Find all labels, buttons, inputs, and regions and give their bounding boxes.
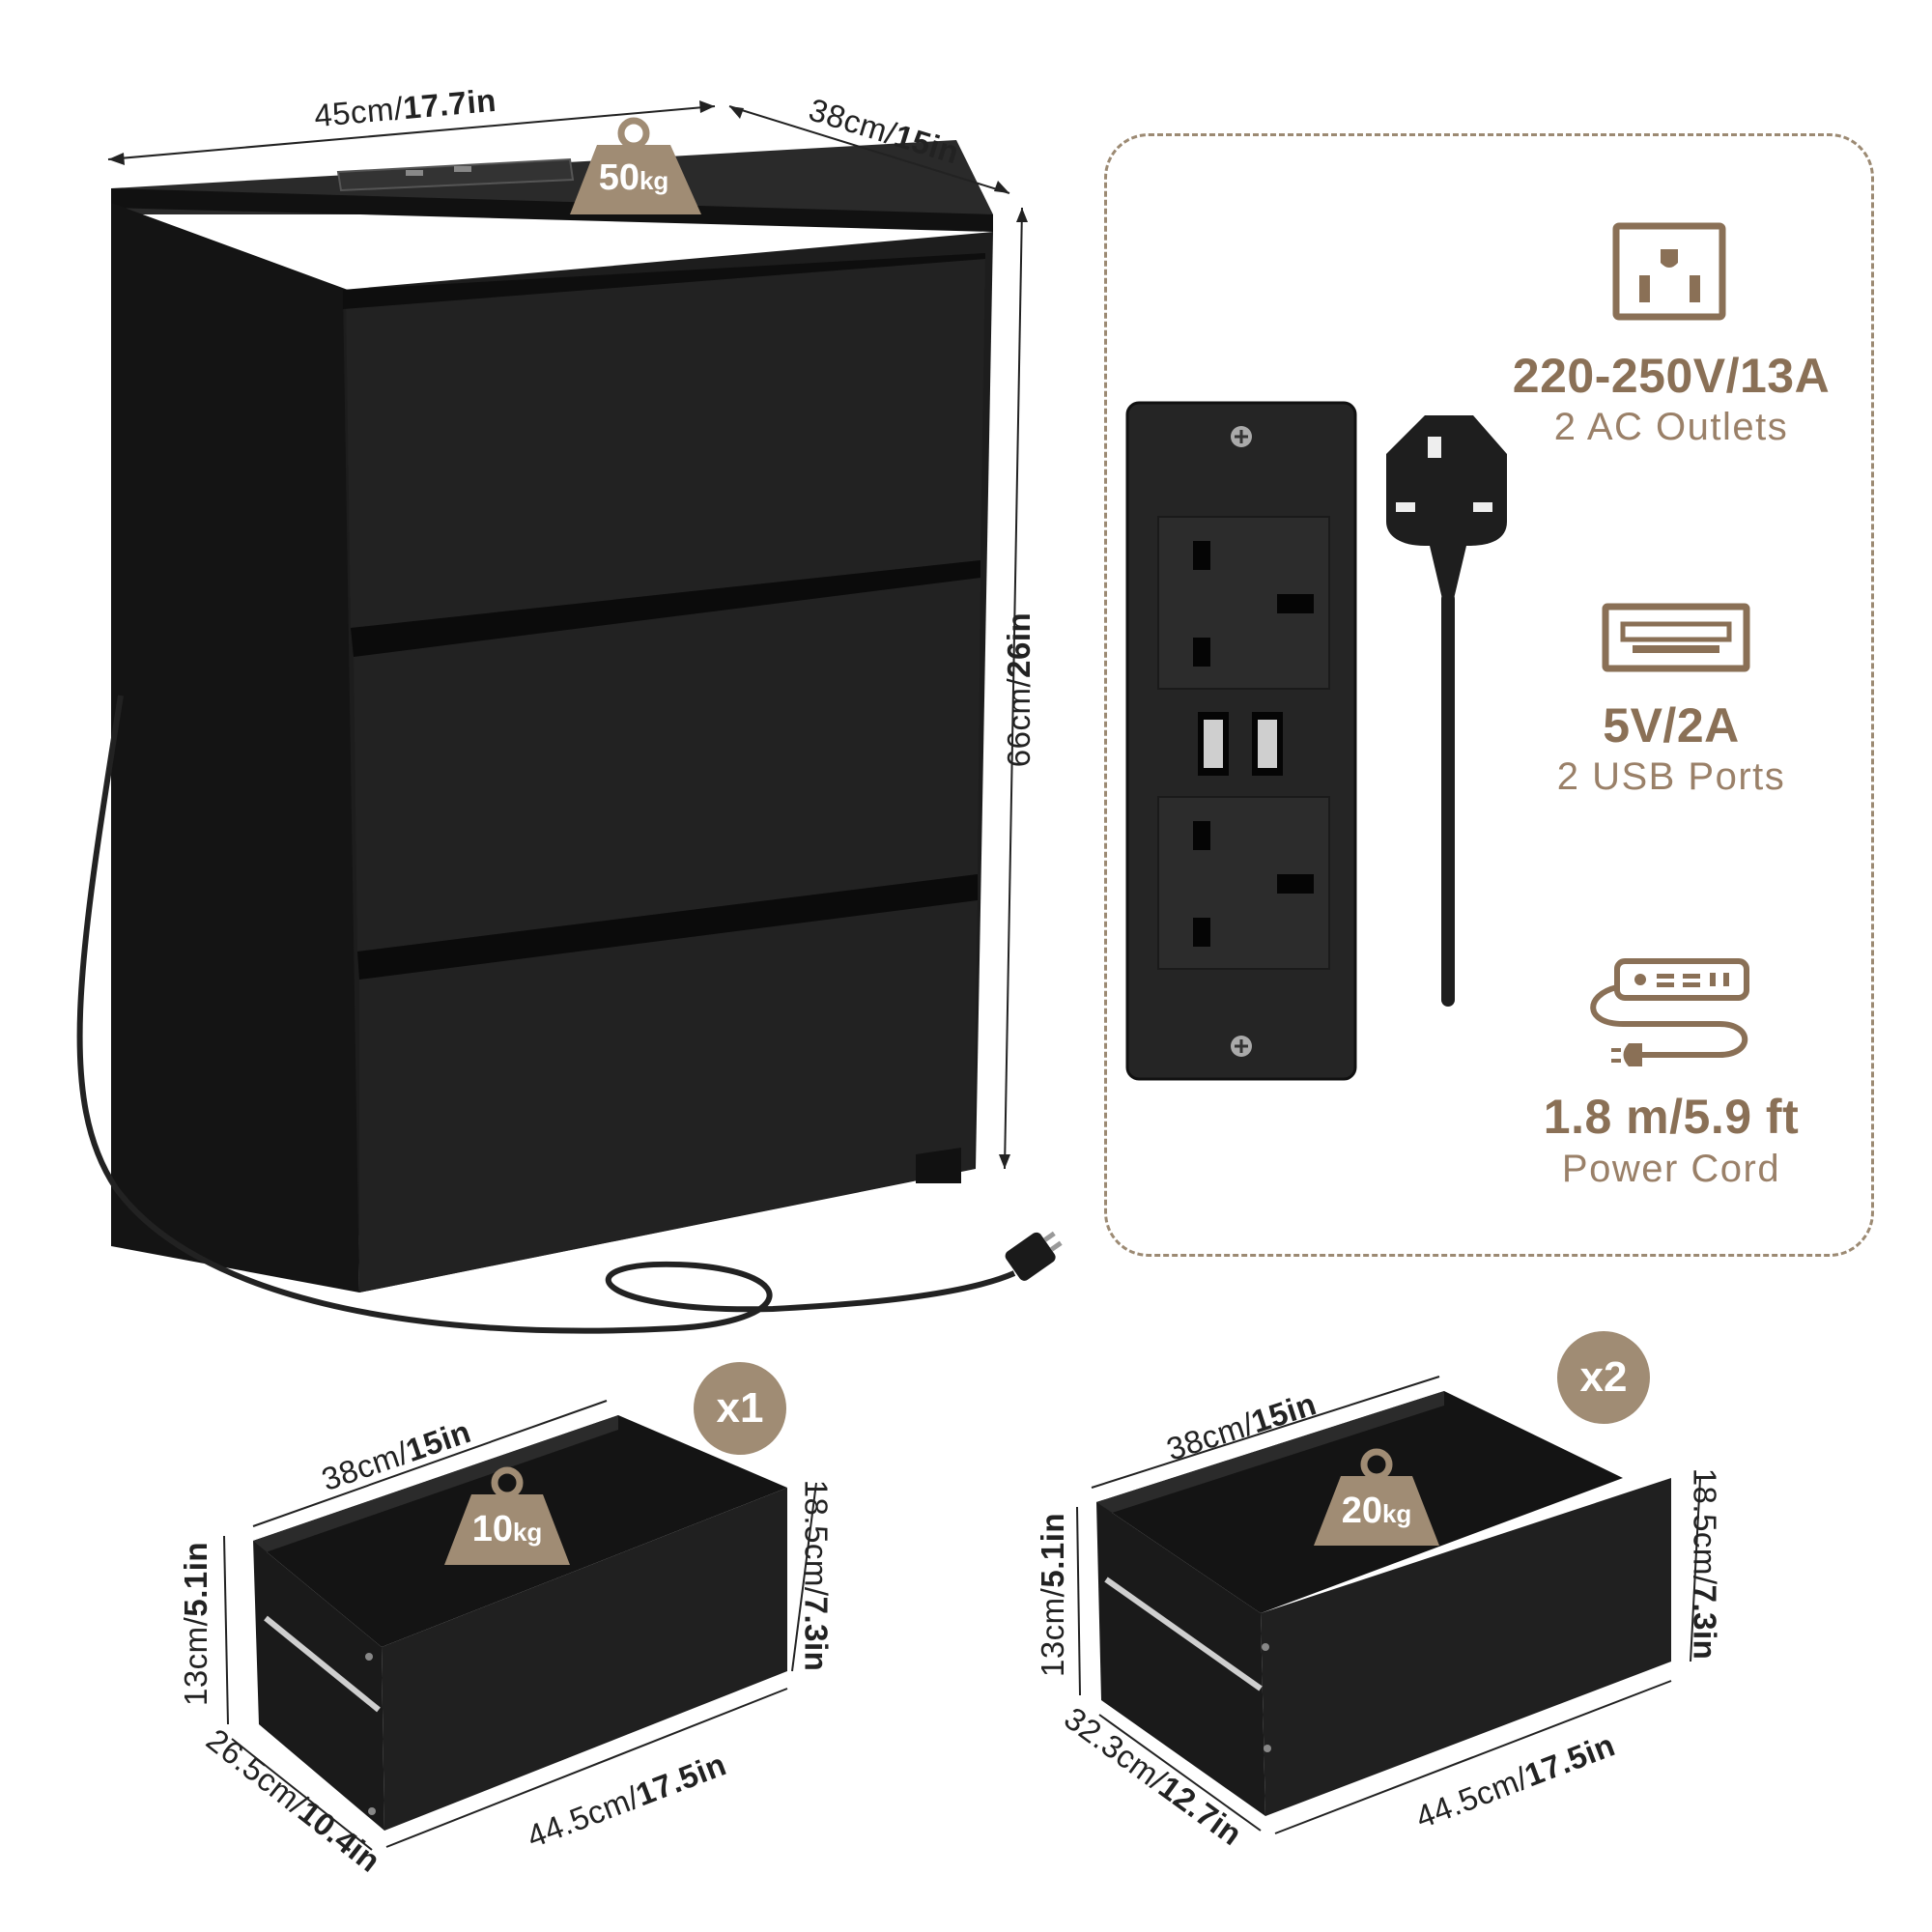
cord-label: Power Cord	[1561, 1148, 1781, 1190]
top-drawer-load-label: 10kg	[471, 1509, 543, 1549]
outlets-value: 220-250V/13A	[1512, 349, 1831, 403]
usb-label: 2 USB Ports	[1556, 755, 1786, 798]
cord-value: 1.8 m/5.9 ft	[1543, 1090, 1800, 1144]
lower-drawer-load-label: 20kg	[1341, 1491, 1412, 1531]
lower-drawer-front-height-label: 18.5cm/7.3in	[1687, 1467, 1723, 1661]
lower-drawer-height-label: 13cm/5.1in	[1035, 1512, 1071, 1678]
outlets-label: 2 AC Outlets	[1553, 406, 1789, 448]
nightstand-load-label: 50kg	[598, 157, 669, 198]
usb-value: 5V/2A	[1603, 698, 1740, 753]
lower-drawer-quantity: x2	[1579, 1353, 1628, 1401]
spec-panel	[1104, 133, 1874, 1257]
top-drawer-quantity: x1	[716, 1384, 764, 1432]
